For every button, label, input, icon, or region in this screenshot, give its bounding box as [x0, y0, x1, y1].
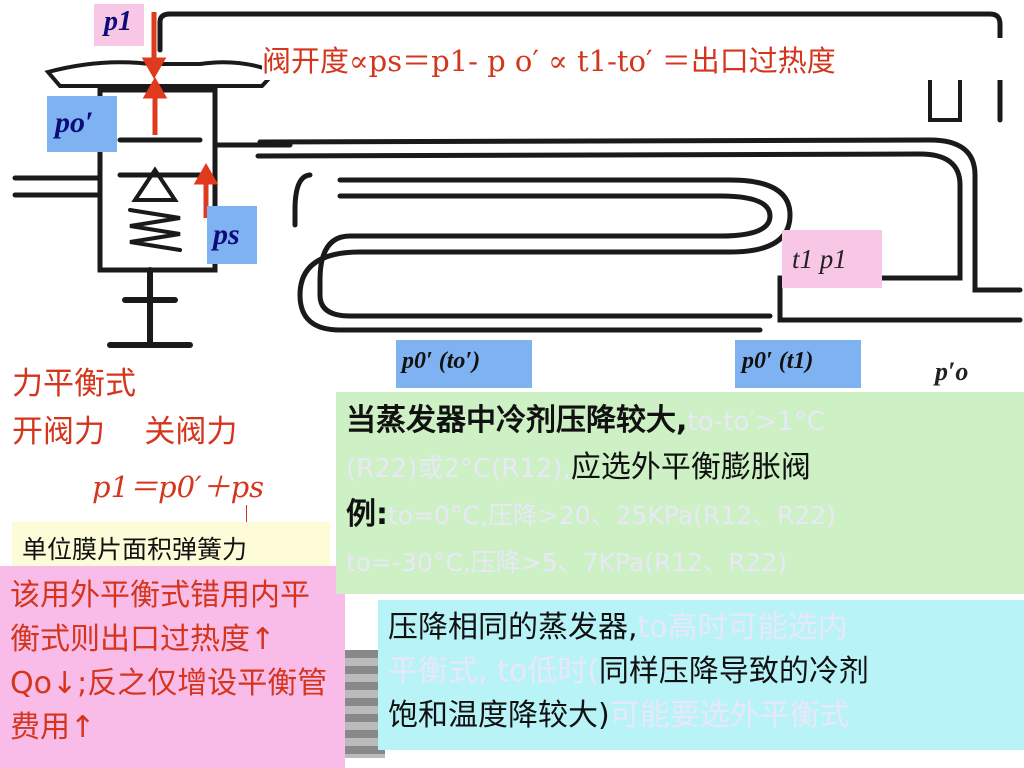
cyan-line2: 同样压降导致的冷剂: [598, 654, 869, 689]
p1-label-box: [94, 4, 144, 46]
green-line4-faint: to=-30°C,压降>5、7KPa(R12、R22): [346, 548, 788, 577]
superheat-formula: 阀开度∝ps＝p1- p o′ ∝ t1-to′ ＝出口过热度: [262, 38, 1022, 80]
ps-label: ps: [213, 218, 240, 251]
evaporator-coil-outer: [257, 137, 1023, 293]
green-line1-faint: to-to′>1°C: [687, 407, 825, 437]
force-balance-title: 力平衡式: [12, 366, 136, 402]
p0-t0-label-box: [396, 340, 532, 388]
evaporator-serpentine: [297, 177, 793, 333]
valve-cone: [131, 166, 179, 202]
cyan-line3-faint: 可能要选外平衡式: [609, 698, 850, 733]
capillary-tube: [157, 11, 1003, 123]
t1-p1-label: t1 p1: [792, 244, 847, 274]
green-line2-faint: (R22)或2°C(R12),: [346, 454, 571, 484]
valve-spring: [128, 208, 182, 252]
equation-pointer-line: [246, 505, 247, 527]
p0-t1-label-box: [735, 340, 861, 388]
p-prime-o-label: p′o: [933, 357, 968, 386]
p0-t1-label: p0′ (t1): [742, 348, 814, 374]
balance-equation: p1＝p0′＋ps: [92, 470, 265, 504]
green-line1: 当蒸发器中冷剂压降较大,: [346, 403, 688, 438]
spring-force-note: 单位膜片面积弹簧力: [12, 522, 330, 570]
po-prime-label-box: [47, 96, 117, 152]
inlet-line: [12, 175, 103, 198]
ps-label-box: [207, 206, 257, 264]
po-prime-label: po′: [55, 106, 94, 139]
expansion-valve-diagram: p′o: [12, 11, 1023, 386]
internal-balance-note-box: 压降相同的蒸发器,to高时可能选内 平衡式, to低时(同样压降导致的冷剂 饱和…: [378, 600, 1024, 750]
p1-label: p1: [104, 6, 132, 37]
external-balance-guideline-box: 当蒸发器中冷剂压降较大,to-to′>1°C (R22)或2°C(R12),应选…: [336, 392, 1024, 594]
open-close-force-label: 开阀力 关阀力: [12, 414, 238, 450]
green-line3-faint: to=0°C,压降>20、25KPa(R12、R22): [388, 501, 836, 530]
cyan-line1: 压降相同的蒸发器,: [388, 610, 638, 645]
green-line3: 例:: [346, 497, 388, 532]
cyan-line1-faint: to高时可能选内: [637, 610, 848, 645]
misuse-warning-box: 该用外平衡式错用内平衡式则出口过热度↑ Qo↓;反之仅增设平衡管费用↑: [0, 566, 345, 768]
green-line2: 应选外平衡膨胀阀: [570, 450, 811, 485]
cyan-line3: 饱和温度降较大): [388, 698, 610, 733]
cyan-line2-faint: 平衡式, to低时(: [388, 654, 599, 689]
p0-t0-label: p0′ (to′): [402, 348, 481, 374]
t1-p1-label-box: [782, 230, 882, 288]
